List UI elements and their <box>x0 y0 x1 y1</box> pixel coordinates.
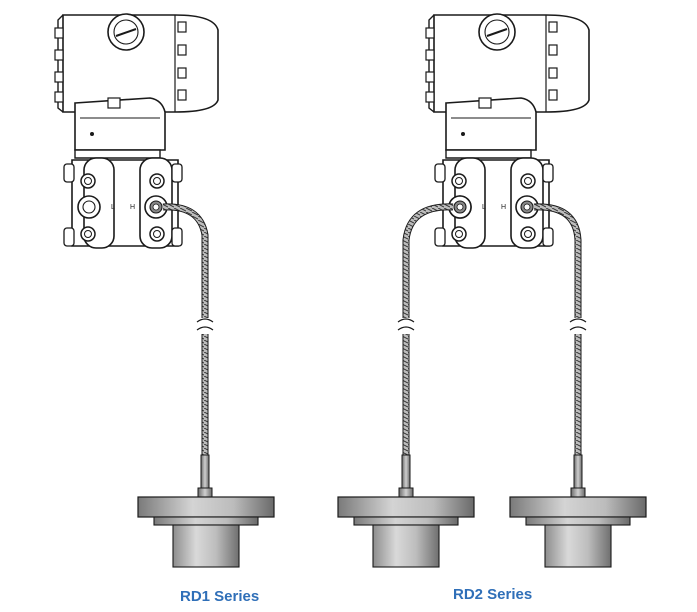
rd1-flange <box>137 496 275 568</box>
rd2-series-caption: RD2 Series <box>453 586 533 603</box>
rd1-capillary <box>162 203 214 498</box>
rd1-high-label: H <box>130 204 135 211</box>
rd1-series-caption: RD1 Series <box>180 588 260 605</box>
rd2-high-label: H <box>501 204 506 211</box>
rd2-left-flange <box>337 496 475 568</box>
rd2-low-label: L <box>482 204 486 211</box>
rd2-transmitter: L H <box>425 13 590 249</box>
rd2-right-break-mark <box>569 318 587 323</box>
rd2-right-capillary <box>533 203 587 498</box>
rd2-right-flange <box>509 496 647 568</box>
rd1-break-mark <box>196 318 214 323</box>
rd1-low-label: L <box>111 204 115 211</box>
rd2-left-break-mark <box>397 318 415 323</box>
rd2-left-capillary <box>397 203 454 498</box>
